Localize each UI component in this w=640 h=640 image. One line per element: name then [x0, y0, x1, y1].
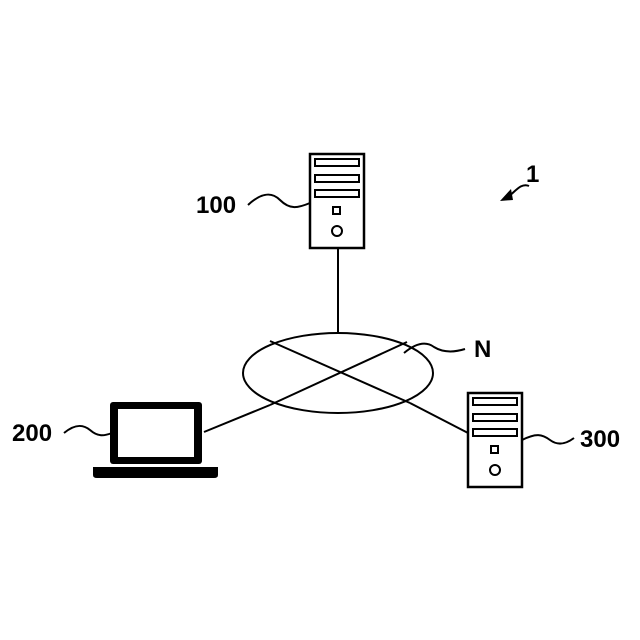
- link-300-to-network: [410, 403, 470, 434]
- label-system-1: 1: [526, 161, 539, 188]
- server-tower-icon: [310, 154, 364, 248]
- network-n: [243, 333, 433, 413]
- network-cross-line-2: [270, 342, 407, 405]
- leader-line-200: [64, 426, 112, 435]
- laptop-icon: [93, 402, 218, 478]
- label-network-n: N: [474, 336, 491, 363]
- leader-line-100: [248, 195, 310, 208]
- leader-line-300: [522, 435, 574, 444]
- server-tower-icon: [468, 393, 522, 487]
- link-200-to-network: [204, 405, 270, 432]
- label-100: 100: [196, 192, 236, 219]
- reference-arrow-icon: [500, 185, 529, 201]
- label-200: 200: [12, 420, 52, 447]
- label-300: 300: [580, 426, 620, 453]
